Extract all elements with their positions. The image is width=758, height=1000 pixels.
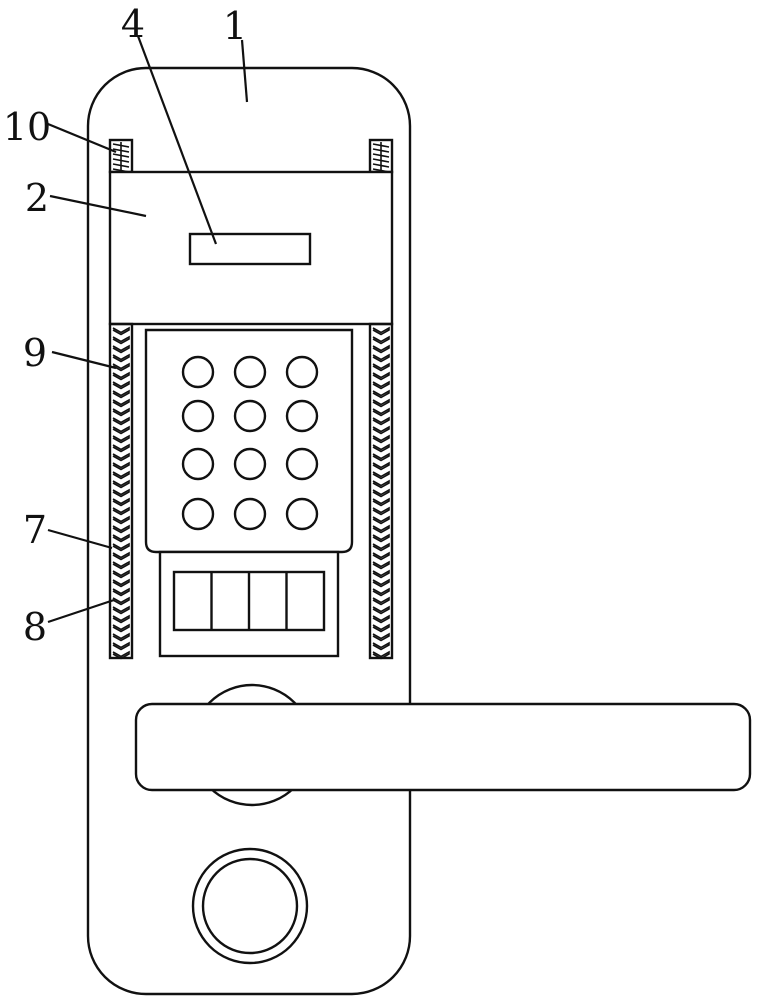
keypad-button [181,447,215,481]
callout-labels: 1 2 4 7 8 9 10 [3,2,247,649]
label-side-rail: 7 [23,508,47,552]
keypad-button [181,497,215,531]
label-top-spring: 10 [3,105,51,149]
keypad-button [181,399,215,433]
label-guide-strip: 9 [23,331,47,375]
keypad-button [285,497,319,531]
keypad-button [285,447,319,481]
reader-cells [172,570,326,632]
handle-lever [134,702,752,792]
key-cylinder [191,847,309,965]
keypad-button [233,355,267,389]
leader-lines [47,35,249,624]
keypad-button [181,355,215,389]
label-display-screen: 4 [121,2,145,46]
keypad-button [285,399,319,433]
keypad-button [233,399,267,433]
keypad-button [233,497,267,531]
keypad-buttons [181,355,319,531]
label-body: 1 [223,4,247,48]
label-display-panel: 2 [25,176,49,220]
keypad-button [233,447,267,481]
side-rail-right [368,322,394,660]
keypad-button [285,355,319,389]
side-rail-left [108,322,134,660]
display-screen [188,232,312,266]
label-rail-spring: 8 [23,605,47,649]
